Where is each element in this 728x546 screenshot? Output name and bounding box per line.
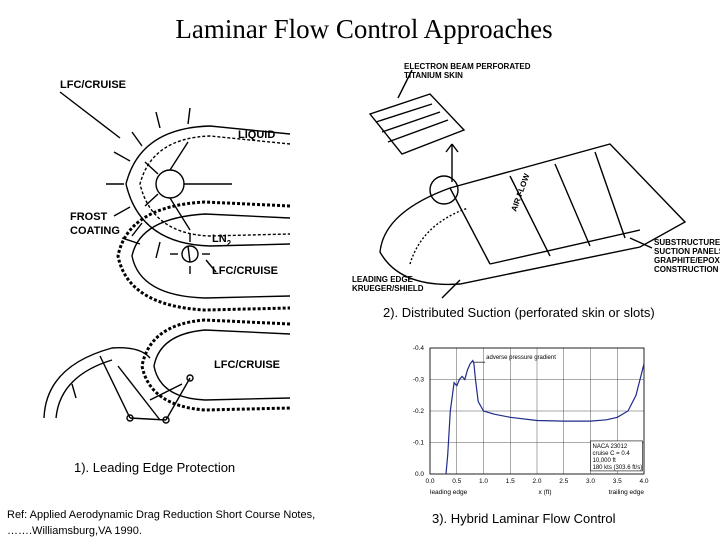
x-tick-label: 4.0 <box>639 478 648 485</box>
y-tick-label: -0.3 <box>413 377 425 384</box>
x-tick-label: 2.5 <box>559 478 568 485</box>
substructure-label-1: SUBSTRUCTURE & <box>654 238 720 247</box>
x-tick-labels: 0.0 0.5 1.0 1.5 2.0 2.5 3.0 3.5 4.0 <box>425 478 648 485</box>
x-tick-label: 3.0 <box>586 478 595 485</box>
reference-line-2: …….Williamsburg,VA 1990. <box>7 525 142 537</box>
panel2-caption: 2). Distributed Suction (perforated skin… <box>383 305 655 320</box>
y-tick-label: -0.2 <box>413 408 425 415</box>
x-tick-label: 2.0 <box>532 478 541 485</box>
ebeam-label-2: TITANIUM SKIN <box>404 71 463 80</box>
legend-line: 10,000 ft <box>593 458 617 464</box>
x-axis-label: x (ft) <box>539 489 552 496</box>
liquid-system-sketch <box>59 91 291 263</box>
liquid-label: LIQUID <box>238 129 275 141</box>
y-tick-labels: -0.4 -0.3 -0.2 -0.1 0.0 <box>413 345 425 478</box>
krueger-shield-sketch <box>43 318 291 424</box>
x-tick-label: 3.5 <box>613 478 622 485</box>
y-tick-label: -0.4 <box>413 345 425 352</box>
ebeam-label-1: ELECTRON BEAM PERFORATED <box>404 62 531 71</box>
page-title: Laminar Flow Control Approaches <box>175 14 553 44</box>
leading-edge-axis-label: leading edge <box>430 489 468 496</box>
lfc-cruise-label-2: LFC/CRUISE <box>212 265 278 277</box>
coating-label: COATING <box>70 225 120 237</box>
substructure-label-3: GRAPHITE/EPOXY <box>654 256 720 265</box>
substructure-label-2: SUCTION PANELS <box>654 247 720 256</box>
leading-edge-label-2: KRUEGER/SHIELD <box>352 284 424 293</box>
x-tick-label: 1.0 <box>479 478 488 485</box>
plot-frame <box>429 347 645 475</box>
x-tick-label: 0.0 <box>425 478 434 485</box>
distributed-suction-diagram: ELECTRON BEAM PERFORATED TITANIUM SKIN A… <box>352 62 720 299</box>
pressure-distribution-line <box>445 359 645 475</box>
legend-line: NACA 23012 <box>593 444 628 450</box>
wing-section-sketch <box>368 69 687 299</box>
y-tick-label: 0.0 <box>415 471 424 478</box>
legend-line: cruise C = 0.4 <box>593 451 631 457</box>
leading-edge-protection-diagram: LFC/CRUISE LIQUID FROST COATING LN2 LFC/… <box>43 79 291 424</box>
leading-edge-label-1: LEADING EDGE <box>352 275 414 284</box>
panel1-caption: 1). Leading Edge Protection <box>74 460 236 475</box>
reference-note: Ref: Applied Aerodynamic Drag Reduction … <box>7 507 315 539</box>
y-tick-label: -0.1 <box>413 440 425 447</box>
annotation-text: adverse pressure gradient <box>486 355 556 361</box>
x-tick-label: 1.5 <box>506 478 515 485</box>
lfc-cruise-label-1: LFC/CRUISE <box>60 79 126 91</box>
trailing-edge-axis-label: trailing edge <box>609 489 645 496</box>
lfc-cruise-label-3: LFC/CRUISE <box>214 359 280 371</box>
adverse-pressure-annotation: adverse pressure gradient <box>473 355 556 363</box>
substructure-label-4: CONSTRUCTION <box>654 265 719 274</box>
ln2-label: LN2 <box>212 233 232 248</box>
frost-coating-sketch <box>116 200 291 312</box>
hybrid-lfc-chart: 0.0 0.5 1.0 1.5 2.0 2.5 3.0 3.5 4.0 -0.4 -0.3 -0.2… <box>413 345 649 496</box>
x-tick-label: 0.5 <box>452 478 461 485</box>
legend-line: 180 kts (303.6 ft/s) <box>593 465 643 471</box>
frost-label: FROST <box>70 211 108 223</box>
legend-box <box>590 440 643 472</box>
panel3-caption: 3). Hybrid Laminar Flow Control <box>432 511 616 526</box>
reference-line-1: Ref: Applied Aerodynamic Drag Reduction … <box>7 509 316 521</box>
airflow-label: AIR FLOW <box>509 172 531 213</box>
